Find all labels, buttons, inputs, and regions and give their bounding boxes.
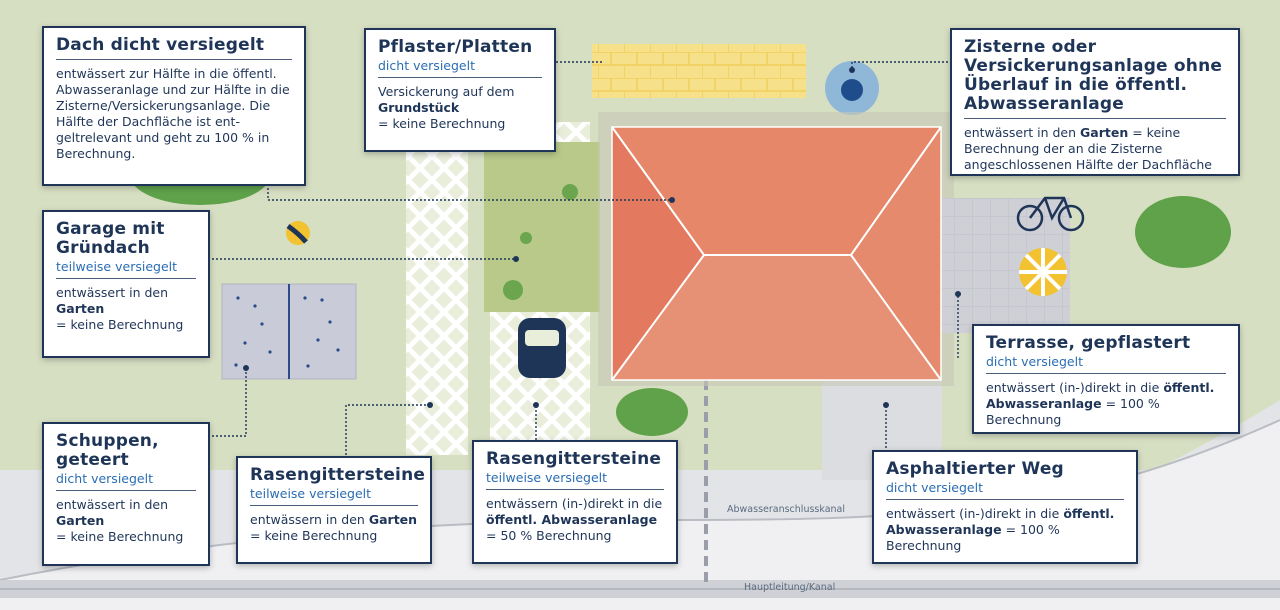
card-grass-pavers-sewer: Rasengittersteine teilweise versiegelt e…: [472, 440, 678, 564]
card-grass-pavers-garden-body: entwässern in den Garten = keine Berechn…: [250, 512, 418, 543]
leader-dots: [243, 67, 961, 408]
card-grass-pavers-sewer-title: Rasengittersteine: [486, 449, 662, 469]
card-roof-title: Dach dicht versiegelt: [56, 35, 265, 55]
card-shed-body: entwässert in den Garten = keine Berechn…: [56, 497, 184, 544]
garage-plant-3: [503, 280, 523, 300]
yellow-paving: [592, 44, 806, 98]
card-asphalt-path-subtitle: dicht versiegelt: [886, 480, 983, 495]
card-asphalt-path-rule: [886, 499, 1124, 500]
card-asphalt-path: Asphaltierter Weg dicht versiegelt entwä…: [872, 450, 1138, 564]
bicycle-icon: [1016, 196, 1085, 232]
label-connection-channel: Abwasseranschlusskanal: [727, 504, 846, 515]
card-paving-title: Pflaster/Platten: [378, 37, 533, 57]
card-terrace-rule: [986, 373, 1226, 374]
garage-plant-1: [562, 184, 578, 200]
card-garage-rule: [56, 278, 196, 279]
card-cistern-rule: [964, 118, 1226, 119]
shed-dots: [234, 296, 340, 368]
card-grass-pavers-sewer-subtitle: teilweise versiegelt: [486, 470, 608, 485]
card-terrace-body: entwässert (in-)direkt in die öffentl. A…: [986, 380, 1215, 427]
beach-ball-stripe: [286, 223, 308, 244]
card-terrace: Terrasse, gepflastert dicht versiegelt e…: [972, 324, 1240, 434]
card-grass-pavers-garden-title: Rasengittersteine: [250, 465, 426, 485]
card-paving: Pflaster/Platten dicht versiegelt Versic…: [364, 28, 556, 152]
bush-right: [1135, 196, 1231, 268]
card-roof-rule: [56, 59, 292, 60]
garage-plant-2: [520, 232, 532, 244]
card-garage: Garage mit Gründach teilweise versiegelt…: [42, 210, 210, 358]
grass-pavers-left: [406, 150, 468, 455]
card-grass-pavers-garden: Rasengittersteine teilweise versiegelt e…: [236, 456, 432, 564]
card-shed-subtitle: dicht versiegelt: [56, 471, 153, 486]
card-paving-body: Versickerung auf dem Grundstück = keine …: [378, 84, 515, 131]
card-asphalt-path-title: Asphaltierter Weg: [886, 459, 1064, 479]
card-grass-pavers-garden-rule: [250, 505, 418, 506]
card-terrace-title: Terrasse, gepflastert: [986, 333, 1191, 353]
card-asphalt-path-body: entwässert (in-)direkt in die öffentl. A…: [886, 506, 1115, 553]
card-cistern-title: Zisterne oder Versickerungs­anlage ohne …: [964, 37, 1223, 114]
card-garage-title: Garage mit Gründach: [56, 219, 165, 258]
card-cistern-body: entwässert in den Garten = keine Berech­…: [964, 125, 1212, 172]
house-roof: [611, 126, 942, 381]
card-paving-subtitle: dicht versiegelt: [378, 58, 475, 73]
card-terrace-subtitle: dicht versiegelt: [986, 354, 1083, 369]
card-grass-pavers-sewer-rule: [486, 489, 664, 490]
car-windshield: [525, 330, 559, 346]
label-main-line: Hauptleitung/Kanal: [744, 582, 836, 593]
parasol-stripes: [1019, 248, 1067, 296]
car: [518, 318, 566, 378]
bush-bottom: [616, 388, 688, 436]
card-roof-body: entwässert zur Hälfte in die öffentl. Ab…: [56, 66, 290, 161]
card-garage-body: entwässert in den Garten = keine Berechn…: [56, 285, 184, 332]
card-shed: Schuppen, geteert dicht versiegelt entwä…: [42, 422, 210, 566]
cistern-inner: [841, 79, 863, 101]
card-grass-pavers-sewer-body: entwässern (in-)direkt in die öffentl. A…: [486, 496, 663, 543]
card-shed-rule: [56, 490, 196, 491]
garage-green-roof: [484, 142, 600, 312]
card-grass-pavers-garden-subtitle: teilweise versiegelt: [250, 486, 372, 501]
card-cistern: Zisterne oder Versickerungs­anlage ohne …: [950, 28, 1240, 176]
card-garage-subtitle: teilweise versiegelt: [56, 259, 178, 274]
card-paving-rule: [378, 77, 542, 78]
card-shed-title: Schuppen, geteert: [56, 431, 159, 470]
card-roof: Dach dicht versiegelt entwässert zur Häl…: [42, 26, 306, 186]
